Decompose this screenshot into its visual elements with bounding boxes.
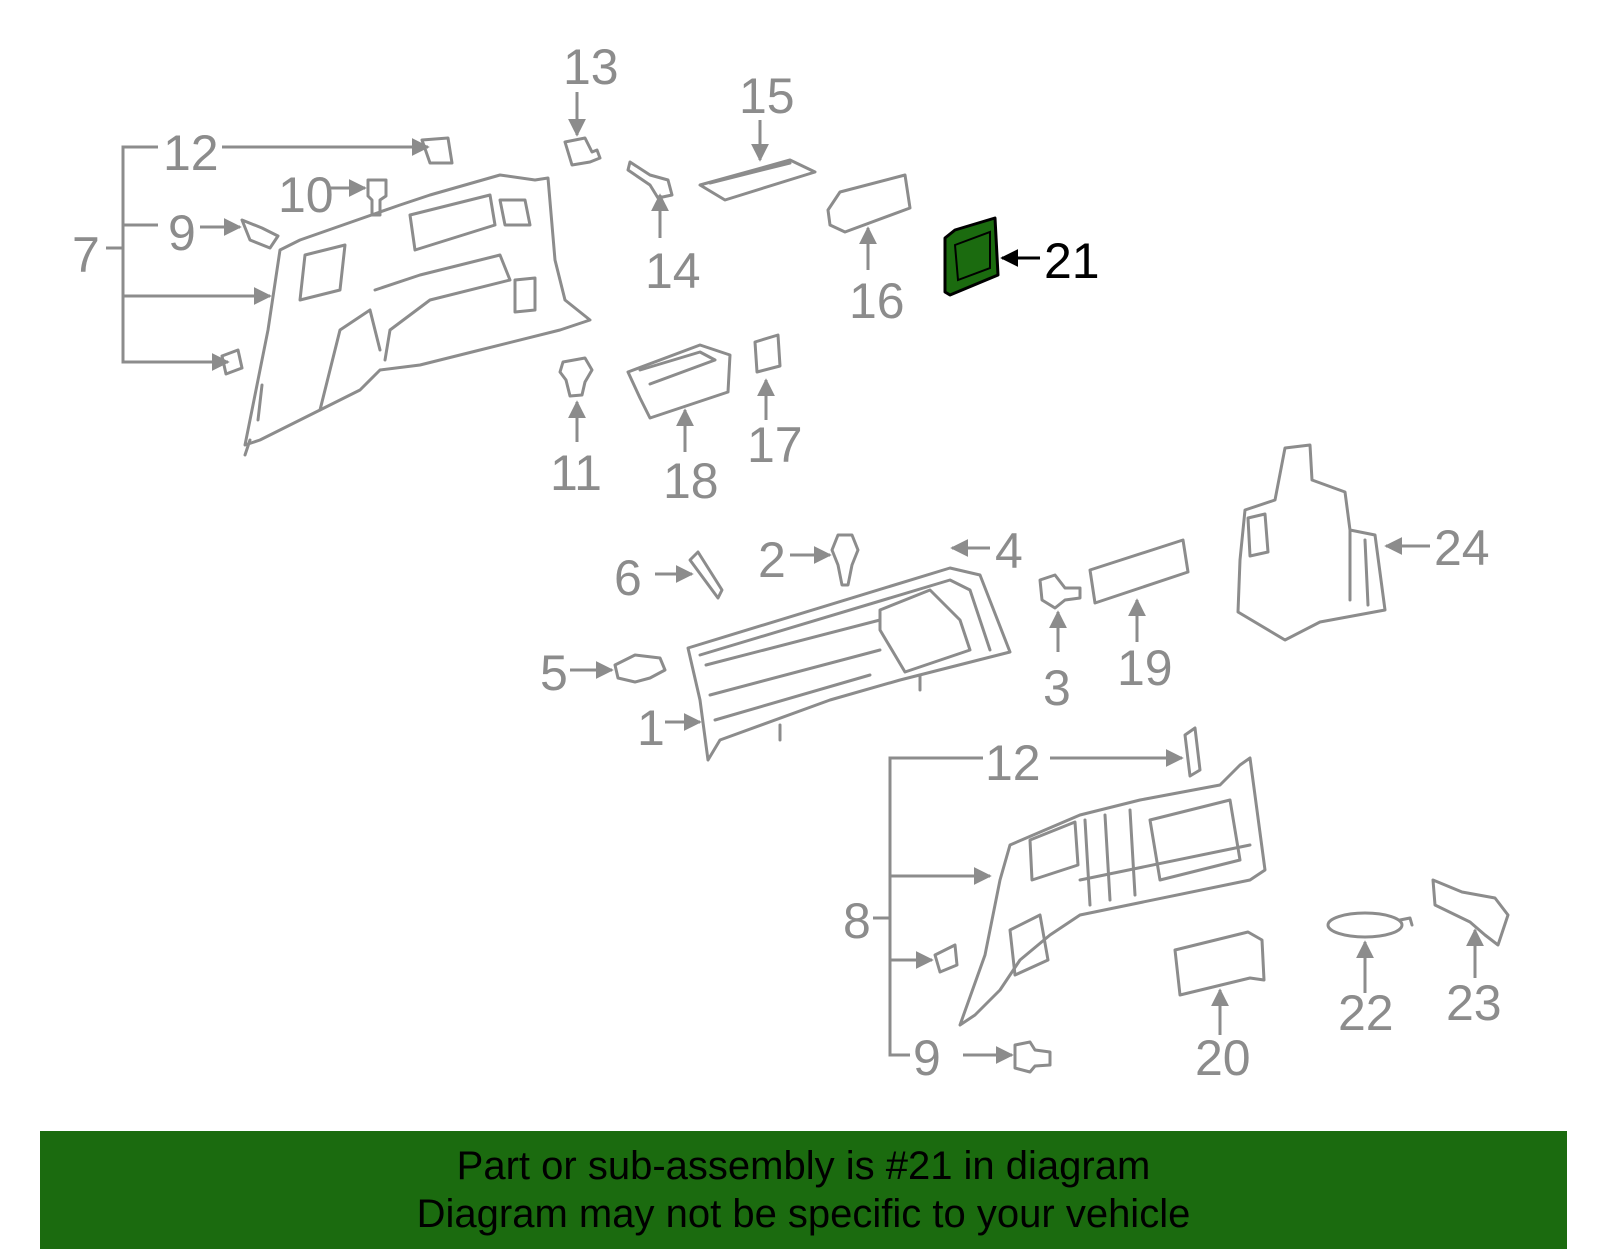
callout-label-4: 4 (995, 523, 1023, 579)
callout-7-bracket (106, 136, 454, 376)
callout-label-7: 7 (72, 227, 100, 283)
part-11-clip (558, 356, 594, 442)
callout-labels: 7 12 10 9 13 14 15 16 21 11 18 17 6 2 4 … (72, 39, 1502, 1086)
part-23-bracket (1431, 878, 1510, 978)
part-3-fastener (1038, 573, 1082, 652)
banner-line-2: Diagram may not be specific to your vehi… (416, 1192, 1191, 1236)
part-13-clip (563, 92, 602, 167)
part-16-cover (826, 173, 912, 270)
callout-label-16: 16 (849, 273, 905, 329)
part-8-right-quarter-trim (958, 756, 1267, 1027)
callout-label-22: 22 (1338, 985, 1394, 1041)
callout-label-1: 1 (637, 700, 665, 756)
callout-label-2: 2 (758, 532, 786, 588)
part-5-hook (570, 653, 667, 684)
part-15-bracket (698, 120, 817, 202)
callout-label-17: 17 (747, 417, 803, 473)
part-14-bolt (626, 160, 674, 238)
callout-label-5: 5 (540, 645, 568, 701)
part-20-box (1173, 930, 1266, 1035)
part-21-highlighted-cover (943, 216, 1040, 297)
part-19-panel (1088, 538, 1190, 642)
part-18-tray (626, 343, 732, 452)
callout-label-8: 8 (843, 893, 871, 949)
part-24-pillar-trim (1236, 443, 1430, 642)
callout-label-3: 3 (1043, 660, 1071, 716)
callout-label-11: 11 (550, 445, 602, 501)
callout-label-20: 20 (1195, 1030, 1251, 1086)
callout-label-12-lower: 12 (985, 735, 1041, 791)
part-7-quarter-trim-panel (243, 173, 592, 457)
banner-line-1: Part or sub-assembly is #21 in diagram (456, 1144, 1151, 1188)
callout-label-9-lower: 9 (913, 1030, 941, 1086)
part-17-pad (753, 333, 782, 420)
part-6-strip (655, 550, 724, 600)
callout-label-23: 23 (1446, 975, 1502, 1031)
info-banner: Part or sub-assembly is #21 in diagram D… (40, 1131, 1567, 1249)
callout-label-6: 6 (614, 550, 642, 606)
callout-label-9: 9 (168, 205, 196, 261)
part-2-clip (790, 533, 860, 587)
callout-label-10: 10 (278, 167, 334, 223)
callout-label-15: 15 (739, 68, 795, 124)
callout-label-19: 19 (1117, 640, 1173, 696)
callout-8-bracket (873, 726, 1202, 1074)
callout-label-24: 24 (1434, 520, 1490, 576)
callout-label-12: 12 (163, 125, 219, 181)
callout-label-13: 13 (563, 39, 619, 95)
callout-label-14: 14 (645, 243, 701, 299)
part-1-lower-trim-panel (665, 566, 1012, 762)
part-22-grommet (1326, 911, 1414, 993)
callout-label-21: 21 (1044, 233, 1100, 289)
callout-label-18: 18 (663, 453, 719, 509)
